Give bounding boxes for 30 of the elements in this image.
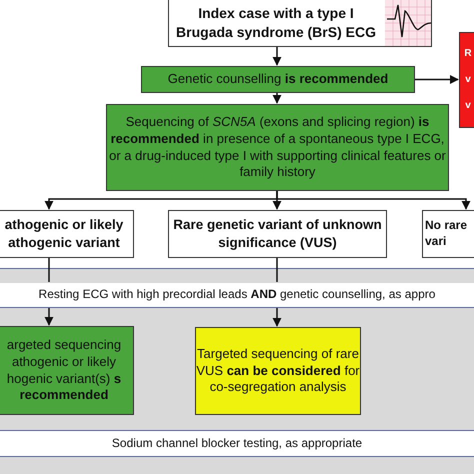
process-box bbox=[195, 327, 361, 415]
node-text: Rare genetic variant of unknown significance (VUS) bbox=[172, 216, 383, 252]
process-box bbox=[106, 104, 449, 191]
alert-box bbox=[459, 32, 474, 128]
node-text: Targeted sequencing of rare VUS can be considered for co-segregation analysis bbox=[196, 346, 360, 396]
node-text: Genetic counselling is recommended bbox=[168, 71, 388, 88]
step-band bbox=[0, 430, 474, 457]
outcome-box bbox=[168, 210, 387, 258]
outcome-box bbox=[0, 210, 134, 258]
outcome-box bbox=[422, 210, 474, 258]
node-text: argeted sequencing athogenic or likely hogenic variant(s) s recommended bbox=[6, 336, 122, 404]
process-box bbox=[141, 66, 415, 93]
node-text: Resting ECG with high precordial leads AND genetic counselling, as appro bbox=[38, 287, 436, 303]
arrow bbox=[44, 308, 54, 326]
node-text: athogenic or likely athogenic variant bbox=[4, 216, 124, 252]
process-box bbox=[0, 326, 134, 415]
arrow bbox=[272, 93, 282, 104]
node-text: No rare vari bbox=[425, 218, 468, 250]
step-band bbox=[0, 283, 474, 308]
node-text: Sodium channel blocker testing, as appropriate bbox=[112, 436, 362, 452]
connector-line bbox=[276, 258, 278, 282]
node-text: R v v bbox=[463, 47, 473, 113]
node-text: Sequencing of SCN5A (exons and splicing region) is recommended in presence of a spontaneous type I ECG, or a drug-induced type I with supporting clinical features or family history bbox=[108, 114, 447, 182]
connector-line bbox=[48, 258, 50, 282]
arrow bbox=[276, 191, 470, 210]
node-text: Index case with a type I Brugada syndrome (BrS) ECG bbox=[175, 4, 377, 41]
arrow bbox=[272, 47, 282, 66]
arrow bbox=[415, 75, 459, 84]
start-box bbox=[168, 0, 432, 47]
arrow bbox=[272, 308, 282, 327]
